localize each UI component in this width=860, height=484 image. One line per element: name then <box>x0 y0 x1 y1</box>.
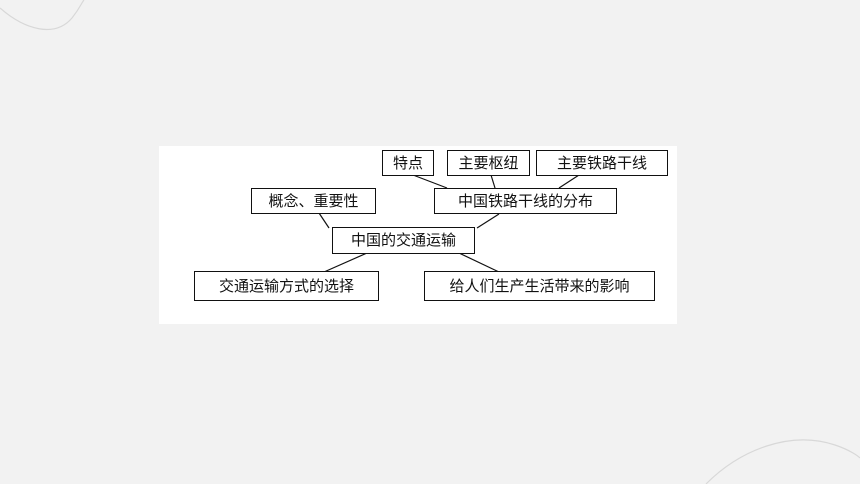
connector-railway-features <box>412 174 448 189</box>
node-impact: 给人们生产生活带来的影响 <box>424 271 655 301</box>
node-concept-importance: 概念、重要性 <box>251 188 376 214</box>
corner-curve-top-left <box>0 0 85 31</box>
connector-root-impact <box>458 252 500 273</box>
node-mode-choice: 交通运输方式的选择 <box>194 271 379 301</box>
connector-root-mode-choice <box>323 252 368 273</box>
corner-curve-bottom-right <box>705 439 860 484</box>
node-root: 中国的交通运输 <box>332 227 475 254</box>
node-railway-distribution: 中国铁路干线的分布 <box>434 188 617 214</box>
connector-railway-hubs <box>490 174 496 189</box>
mind-map-connectors <box>318 174 580 273</box>
connector-root-concept <box>318 212 330 229</box>
connector-railway-trunk-lines <box>558 174 580 189</box>
node-hubs: 主要枢纽 <box>447 150 530 176</box>
node-features: 特点 <box>382 150 434 176</box>
node-trunk-lines: 主要铁路干线 <box>536 150 668 176</box>
mind-map-panel: 特点 主要枢纽 主要铁路干线 概念、重要性 中国铁路干线的分布 中国的交通运输 … <box>159 146 677 324</box>
connector-root-railway <box>476 213 500 229</box>
